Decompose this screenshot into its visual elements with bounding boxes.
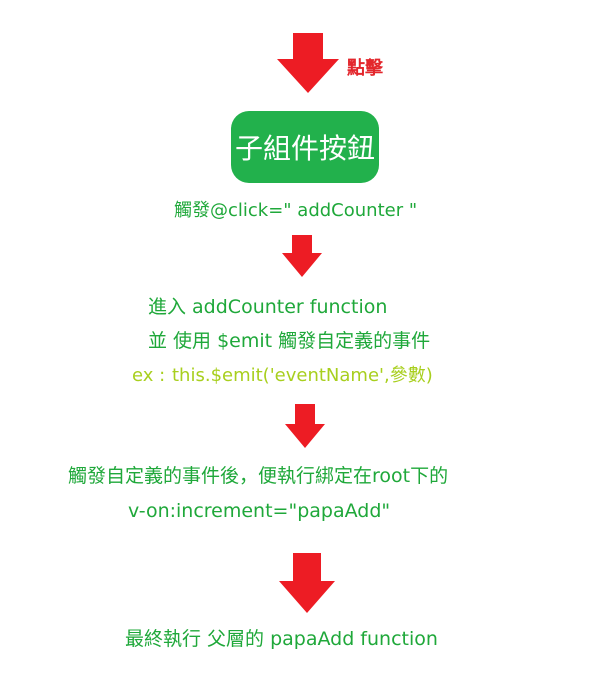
- step2-line1: 進入 addCounter function: [148, 296, 388, 318]
- step4-text: 最終執行 父層的 papaAdd function: [125, 628, 438, 650]
- step2-line2: 並 使用 $emit 觸發自定義的事件: [148, 330, 431, 352]
- child-component-button-label: 子組件按鈕: [234, 132, 375, 165]
- child-component-button[interactable]: 子組件按鈕: [231, 111, 379, 183]
- click-label: 點擊: [347, 58, 383, 79]
- step2-example-code: this.$emit('eventName',參數): [172, 365, 433, 386]
- down-arrow-icon: [277, 33, 339, 93]
- step2-example-prefix: ex :: [132, 365, 166, 386]
- down-arrow-icon: [282, 235, 322, 277]
- down-arrow-icon: [279, 553, 335, 613]
- step1-text: 觸發@click=" addCounter ": [174, 200, 418, 221]
- step3-line2: v-on:increment="papaAdd": [128, 500, 391, 522]
- step3-line1: 觸發自定義的事件後，便執行綁定在root下的: [68, 465, 449, 487]
- down-arrow-icon: [285, 404, 325, 448]
